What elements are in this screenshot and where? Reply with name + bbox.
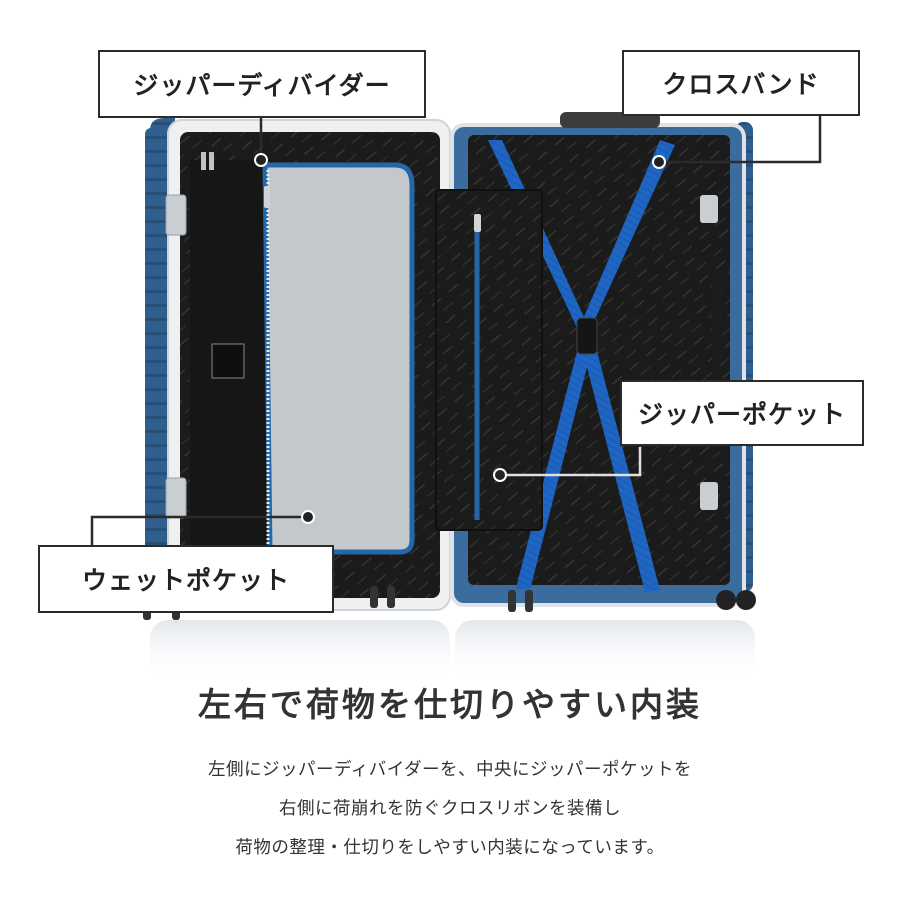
- right-shell: [435, 112, 756, 612]
- left-shell: [143, 118, 451, 620]
- floor-reflection: [150, 620, 755, 680]
- description-line-1: 左側にジッパーディバイダーを、中央にジッパーポケットを: [207, 760, 693, 780]
- callout-dots: [254, 153, 666, 524]
- callout-lines: [90, 115, 822, 545]
- callout-zipper-pocket: ジッパーポケット: [620, 380, 864, 446]
- headline: 左右で荷物を仕切りやすい内装: [198, 685, 702, 724]
- description-line-2: 右側に荷崩れを防ぐクロスリボンを装備し: [279, 799, 621, 819]
- callout-wet-pocket: ウェットポケット: [38, 545, 334, 613]
- callout-cross-band: クロスバンド: [622, 50, 860, 116]
- description-line-3: 荷物の整理・仕切りをしやすい内装になっています。: [235, 838, 665, 858]
- callout-zipper-divider: ジッパーディバイダー: [98, 50, 426, 118]
